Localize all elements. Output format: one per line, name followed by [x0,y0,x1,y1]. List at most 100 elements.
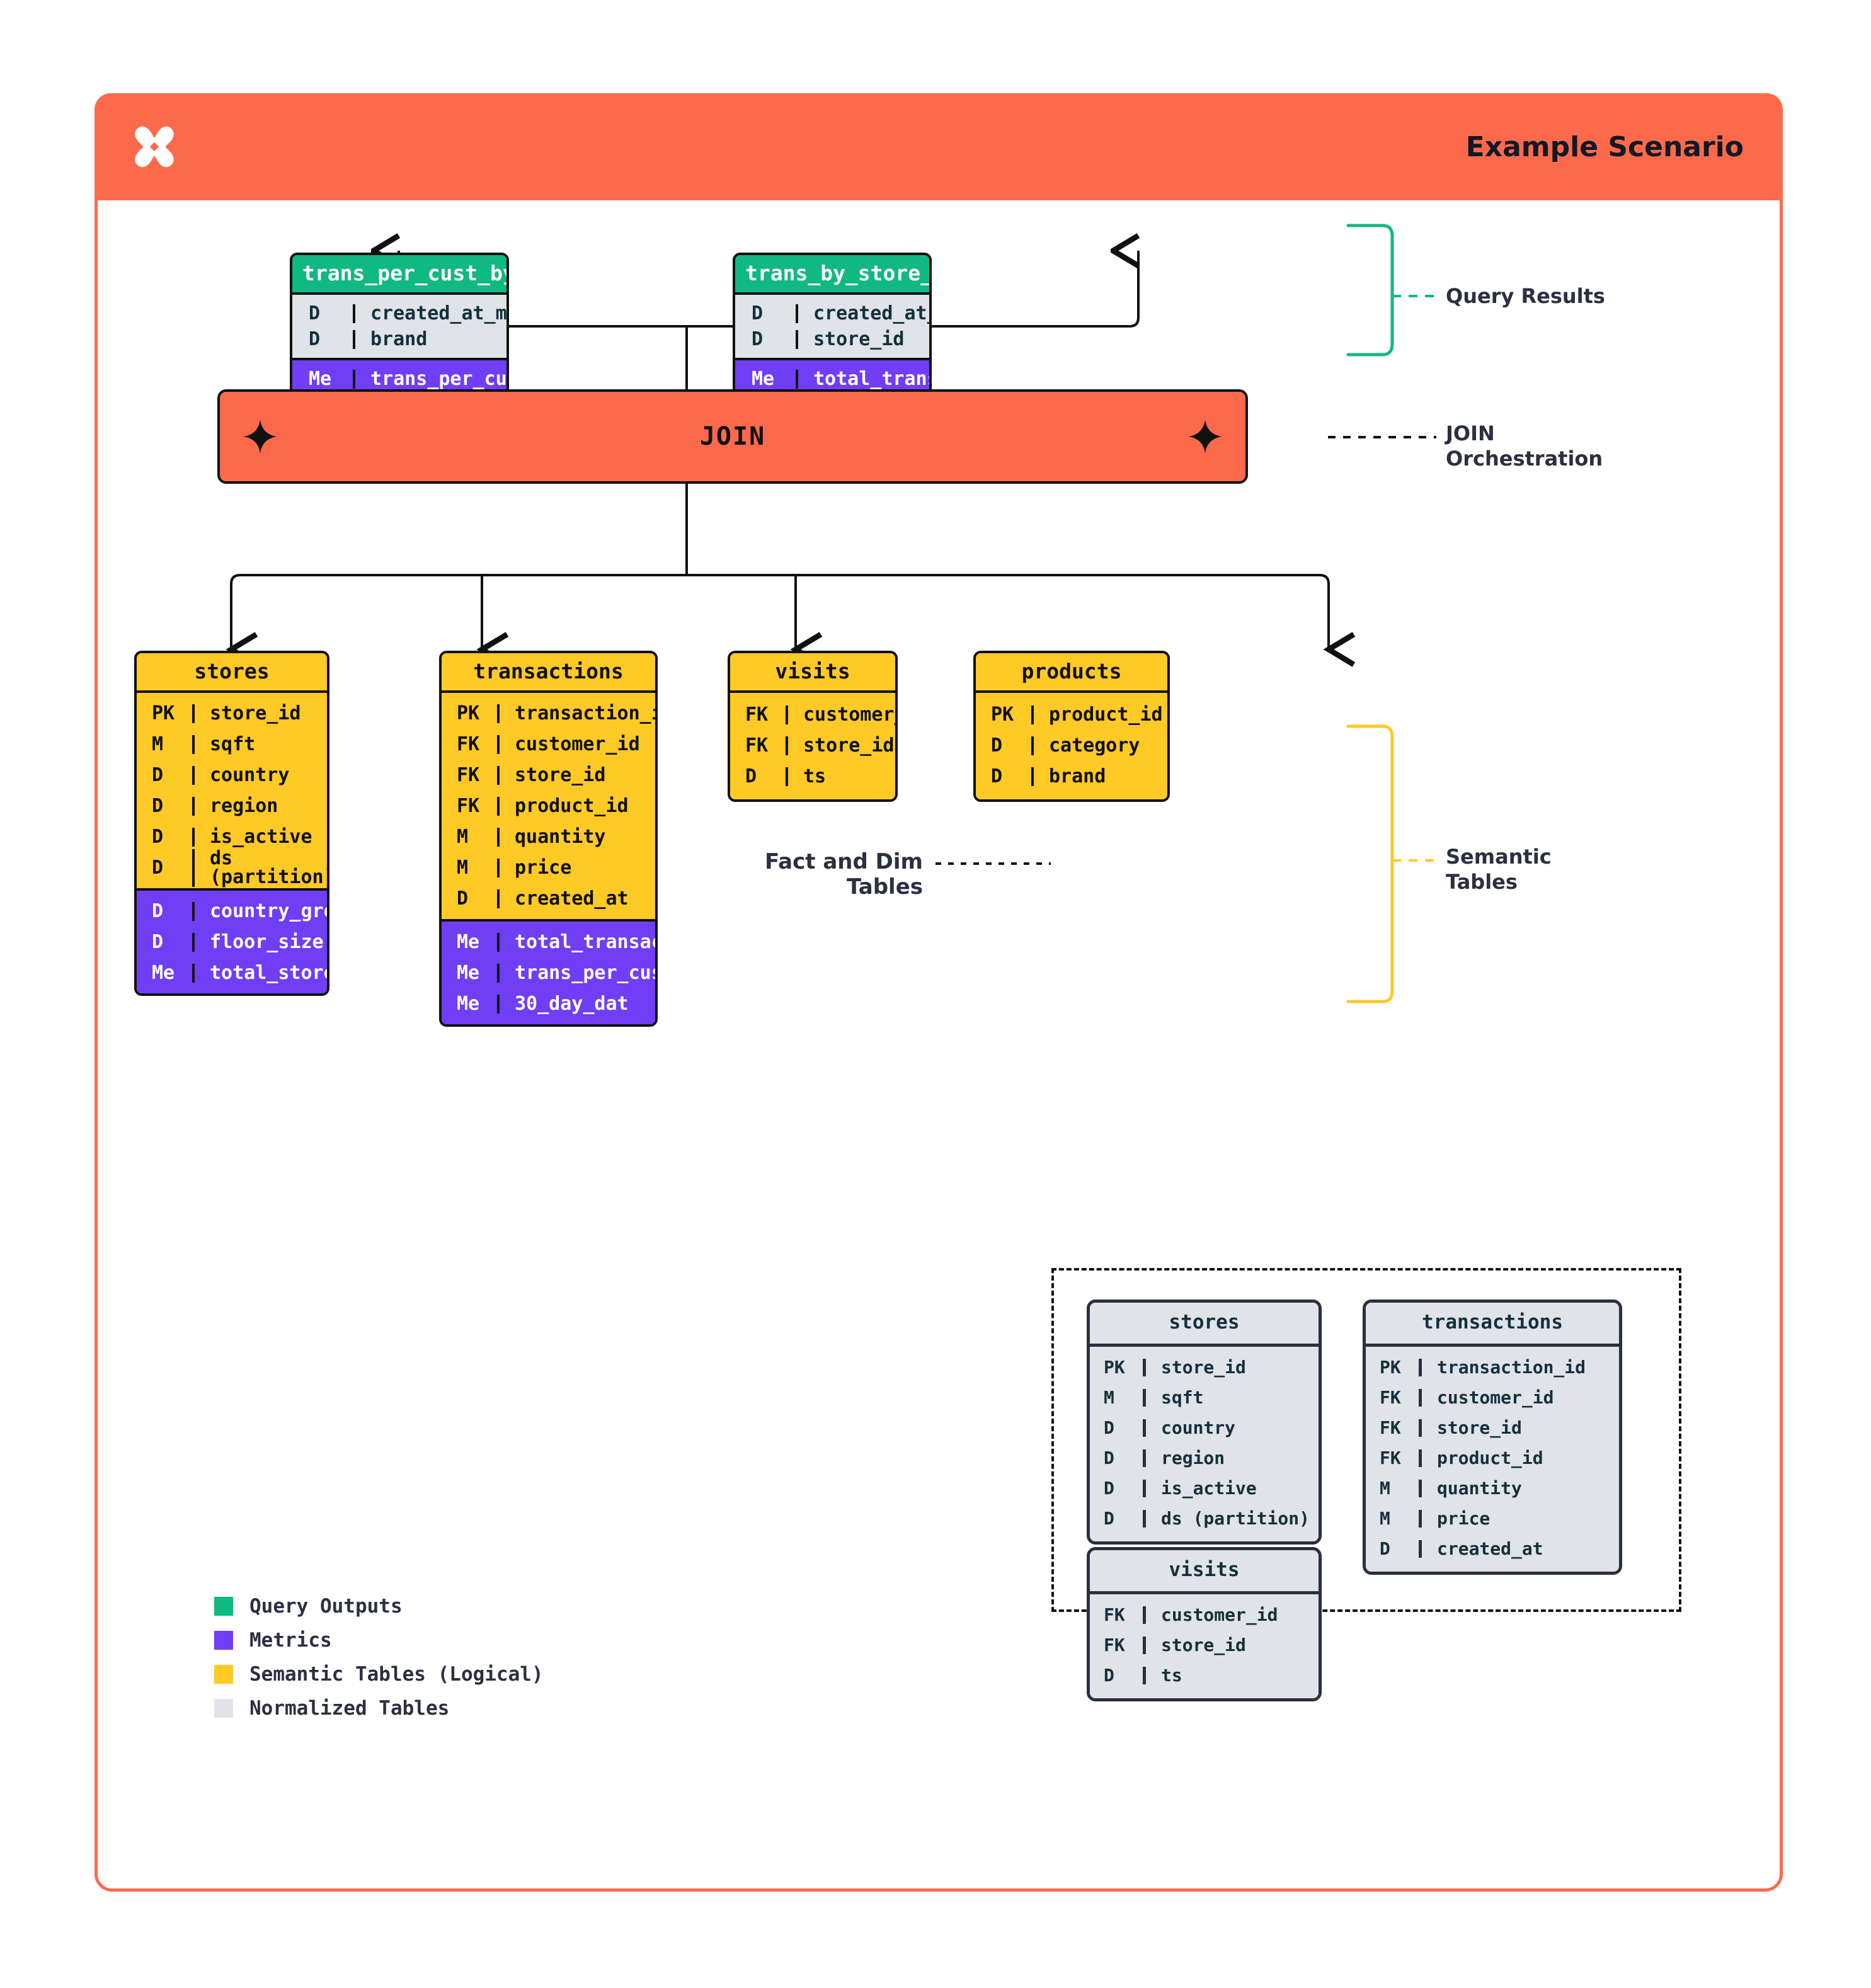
annotation-semantic-line1: Semantic [1446,845,1552,869]
row-key: D [152,825,164,848]
legend-item: Normalized Tables [214,1691,544,1725]
table-title: transactions [442,653,655,690]
row-value: transaction_id [497,704,655,723]
annotation-semantic-tables: Semantic Tables [1446,844,1552,894]
row-key: FK [457,763,480,786]
table-row: FK customer_id [1366,1383,1619,1413]
row-key: D [752,328,764,350]
row-value: created_at [497,889,655,908]
x-star-logo-icon [135,126,174,168]
row-value: ds (partition) [1143,1510,1319,1528]
row-value: floor_size [192,932,327,952]
legend-item: Semantic Tables (Logical) [214,1657,544,1691]
row-key: FK [745,703,769,726]
row-value: product_id [1031,705,1167,724]
query-result-table-1[interactable]: trans_by_store_day D created_at_day D st… [733,253,932,401]
table-row: D created_at_day [735,295,929,326]
row-value: created_at_day [796,304,929,323]
row-key: D [991,734,1003,757]
row-key: D [457,887,469,910]
table-title: visits [730,653,895,690]
query-result-table-0[interactable]: trans_per_cust_by_brand_month D created_… [290,253,509,401]
dimension-rows: D created_at_month D brand [292,295,506,358]
row-key: D [152,794,164,817]
row-key: D [152,763,164,786]
row-key: M [1380,1478,1390,1499]
metric-rows: Me trans_per_cust [292,358,506,398]
row-key: D [1380,1538,1390,1559]
row-key: D [1104,1448,1114,1468]
annotation-query-results: Query Results [1446,284,1605,308]
row-value: price [1419,1510,1619,1528]
table-row: Me total_transactions [735,360,929,398]
row-value: region [1143,1449,1319,1467]
sparkle-icon [243,420,277,454]
row-key: D [1104,1508,1114,1529]
annotation-join-line2: Orchestration [1446,447,1603,471]
row-key: D [1104,1478,1114,1499]
legend: Query Outputs Metrics Semantic Tables (L… [214,1589,544,1725]
join-orchestration-bar[interactable]: JOIN [217,389,1248,484]
row-key: M [457,856,469,879]
row-key: Me [152,961,175,984]
table-title: visits [1090,1550,1319,1591]
annotation-semantic-line2: Tables [1446,870,1518,894]
table-row: Me trans_per_cust [292,360,506,398]
row-key: PK [152,702,175,724]
row-key: D [991,765,1003,787]
row-value: store_id [786,736,895,755]
row-value: sqft [1143,1389,1319,1407]
row-value: brand [353,329,506,349]
row-value: customer_id [1419,1389,1619,1407]
legend-swatch-query-outputs [214,1597,233,1616]
row-key: FK [457,794,480,817]
row-value: customer_id [497,734,655,754]
row-value: region [192,796,327,816]
row-key: FK [457,733,480,755]
page-title: Example Scenario [1465,130,1744,163]
annotation-join-orchestration: JOIN Orchestration [1446,421,1603,471]
table-row: FK product_id [442,791,655,821]
row-value: total_transactions [497,932,655,952]
legend-label: Metrics [249,1629,332,1652]
row-value: customer_id [1143,1606,1319,1624]
row-value: product_id [497,796,655,816]
row-key: M [152,733,164,755]
row-value: store_id [497,765,655,785]
row-value: created_at [1419,1540,1619,1558]
row-key: FK [1380,1387,1401,1408]
row-key: FK [1104,1604,1125,1625]
table-row: FK customer_id [442,729,655,760]
join-label: JOIN [699,422,766,451]
row-key: D [752,302,764,324]
